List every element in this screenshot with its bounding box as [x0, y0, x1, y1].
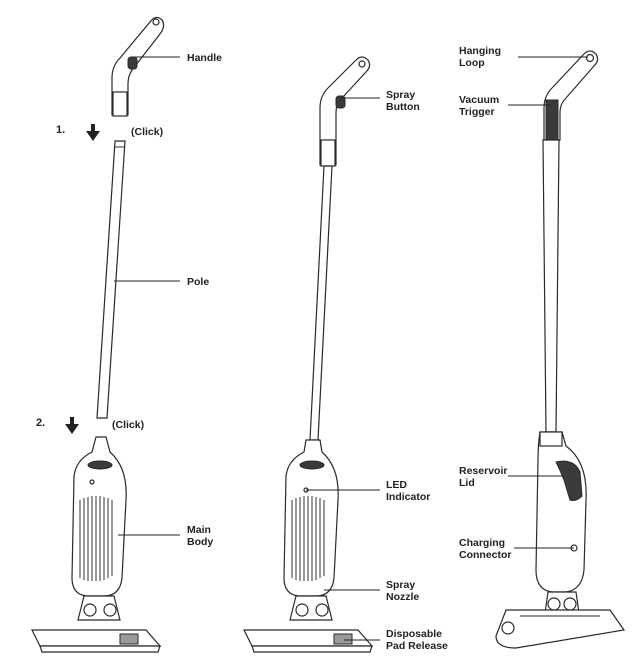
hanging-loop-part	[543, 50, 599, 141]
spray-button-label-line2: Button	[386, 101, 420, 113]
main-body-part-3	[535, 431, 587, 593]
step2-arrow	[65, 417, 79, 434]
vacuum-trigger-label-line2: Trigger	[459, 106, 495, 118]
spray-nozzle-label: Spray	[386, 579, 415, 591]
reservoir-lid-label-line2: Lid	[459, 477, 475, 489]
pad-release-label: Disposable	[386, 628, 442, 640]
vacuum-trigger-label: Vacuum	[459, 94, 499, 106]
spray-button-label: Spray	[386, 89, 415, 101]
mop-head-part-3	[495, 591, 626, 649]
step2-number: 2.	[36, 417, 45, 429]
led-indicator-label-line2: Indicator	[386, 491, 430, 503]
pole-label: Pole	[187, 276, 209, 288]
figure-front-view	[243, 56, 374, 653]
charging-connector-label-line2: Connector	[459, 549, 512, 561]
figure3-labels: Hanging Loop Vacuum Trigger Reservoir Li…	[459, 45, 512, 561]
hanging-loop-label: Hanging	[459, 45, 501, 57]
figure2-labels: Spray Button LED Indicator Spray Nozzle …	[386, 89, 448, 652]
charging-connector-label: Charging	[459, 537, 505, 549]
pole-part	[96, 140, 126, 419]
pole-part-3	[542, 139, 560, 433]
step2-click: (Click)	[112, 419, 144, 431]
pad-release-label-line2: Pad Release	[386, 640, 448, 652]
mop-head-part	[31, 595, 162, 653]
mop-head-part-2	[243, 595, 374, 653]
main-body-part	[71, 436, 127, 597]
reservoir-lid-label: Reservoir	[459, 465, 507, 477]
handle-part	[111, 16, 165, 117]
hanging-loop-label-line2: Loop	[459, 57, 485, 69]
step1-click: (Click)	[131, 126, 163, 138]
main-body-part-2	[283, 439, 339, 597]
leader-lines	[114, 56, 588, 641]
led-indicator-label: LED	[386, 479, 407, 491]
handle-part-2	[319, 56, 371, 167]
pole-part-2	[309, 165, 333, 441]
handle-label: Handle	[187, 52, 222, 64]
step1-arrow	[86, 124, 100, 141]
figure1-labels: Handle Pole Main Body	[187, 52, 222, 548]
figure-assembly	[31, 16, 165, 653]
figure-rear-view	[495, 50, 626, 649]
main-body-label-line2: Body	[187, 536, 213, 548]
step-labels: 1. (Click) 2. (Click)	[36, 124, 163, 431]
step1-number: 1.	[56, 124, 65, 136]
vent-grille	[79, 496, 113, 581]
main-body-label: Main	[187, 524, 211, 536]
spray-nozzle-label-line2: Nozzle	[386, 591, 419, 603]
